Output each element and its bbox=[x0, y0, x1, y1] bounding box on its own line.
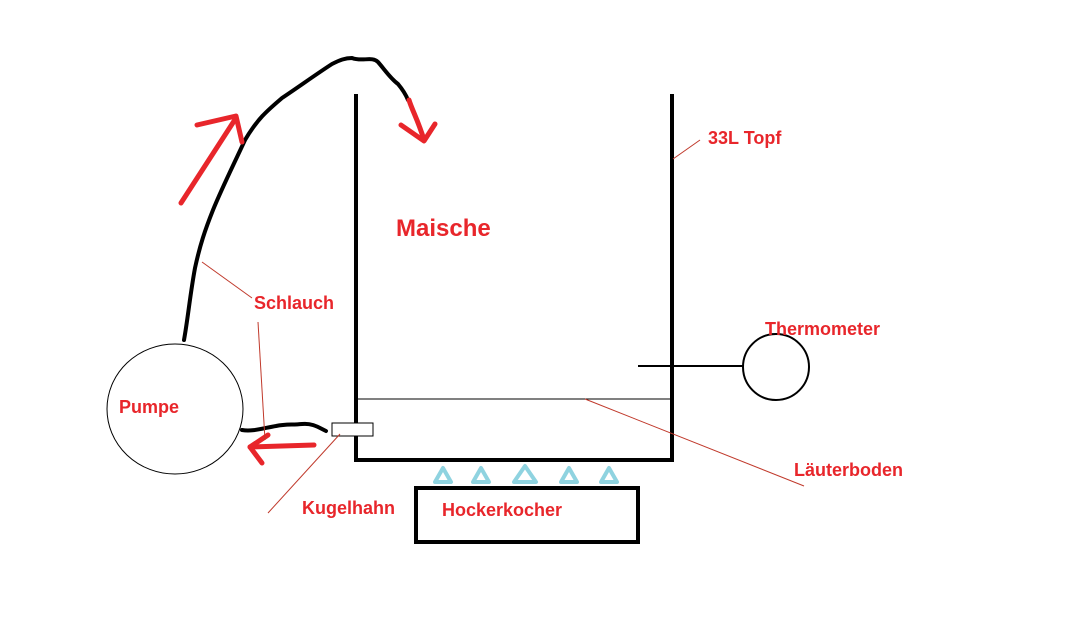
hose bbox=[182, 56, 410, 342]
flame-icon bbox=[599, 466, 619, 484]
pump bbox=[106, 343, 244, 475]
arrow-down-icon bbox=[398, 97, 438, 144]
leader-laeuterboden bbox=[584, 398, 805, 487]
flames bbox=[433, 464, 619, 484]
label-pumpe: Pumpe bbox=[119, 397, 179, 417]
flame-icon bbox=[471, 466, 491, 484]
pot bbox=[354, 94, 674, 462]
leader-schlauch-pump bbox=[257, 321, 266, 441]
label-maische: Maische bbox=[396, 215, 491, 242]
thermometer-dial bbox=[742, 333, 810, 401]
label-topf: 33L Topf bbox=[708, 128, 782, 148]
label-laeuterboden: Läuterboden bbox=[794, 460, 903, 480]
return-hose bbox=[240, 421, 328, 433]
label-schlauch: Schlauch bbox=[254, 293, 334, 313]
label-thermometer: Thermometer bbox=[765, 319, 880, 339]
flow-arrows bbox=[178, 97, 438, 466]
leader-schlauch bbox=[201, 261, 253, 299]
burner bbox=[414, 486, 640, 544]
flame-icon bbox=[559, 466, 579, 484]
thermometer bbox=[638, 333, 810, 401]
arrow-left-icon bbox=[247, 432, 317, 466]
arrow-up-icon bbox=[178, 113, 245, 206]
leader-lines bbox=[201, 139, 805, 514]
flame-icon bbox=[433, 466, 453, 484]
label-hockerkocher: Hockerkocher bbox=[442, 500, 562, 520]
leader-kugelhahn bbox=[267, 433, 341, 514]
flame-icon bbox=[512, 464, 538, 484]
ball-valve bbox=[331, 422, 374, 437]
leader-topf bbox=[672, 139, 701, 160]
label-kugelhahn: Kugelhahn bbox=[302, 498, 395, 518]
